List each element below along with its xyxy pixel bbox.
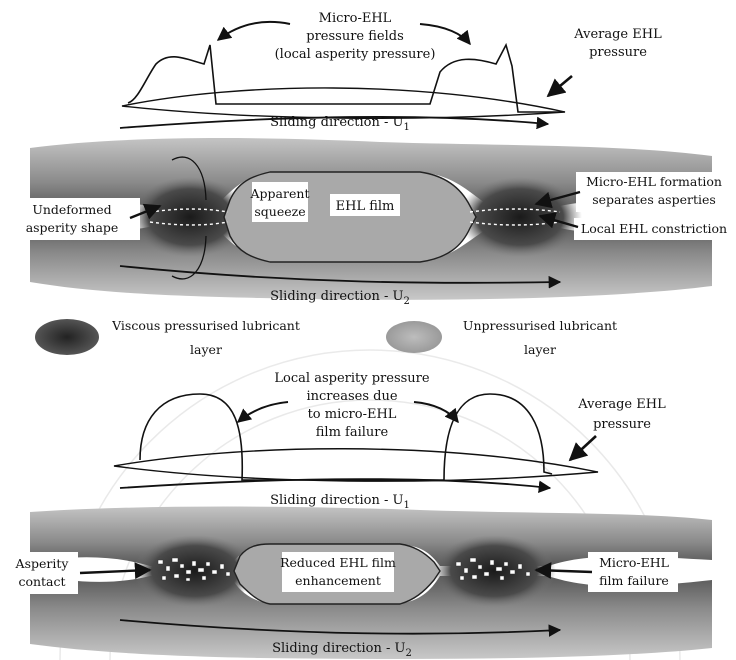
top-micro-ehl-label-3: (local asperity pressure) <box>275 47 436 62</box>
top-average-ehl-label-1: Average EHL <box>573 27 662 42</box>
top-undeformed-2: asperity shape <box>26 220 119 235</box>
bottom-local-asperity-1: Local asperity pressure <box>274 371 429 386</box>
bottom-local-asperity-4: film failure <box>316 425 389 440</box>
bottom-panel: Local asperity pressure increases due to… <box>6 371 712 659</box>
top-ehl-film-label: EHL film <box>336 199 395 214</box>
top-micro-ehl-label-2: pressure fields <box>306 29 404 44</box>
top-panel: Micro-EHL pressure fields (local asperit… <box>14 11 736 307</box>
bottom-local-asperity-3: to micro-EHL <box>308 407 397 422</box>
legend-viscous-1: Viscous pressurised lubricant <box>111 318 300 333</box>
legend-viscous-2: layer <box>190 342 222 357</box>
bottom-reduced-film-2: enhancement <box>295 573 381 588</box>
bottom-reduced-film-1: Reduced EHL film <box>280 555 396 570</box>
top-average-ehl-label-2: pressure <box>589 45 647 60</box>
legend-dark-swatch <box>35 319 99 355</box>
legend-light-swatch <box>386 321 442 353</box>
top-local-constriction: Local EHL constriction <box>581 221 727 236</box>
top-micro-ehl-label-1: Micro-EHL <box>319 11 392 26</box>
bottom-micro-failure-1: Micro-EHL <box>599 555 669 570</box>
bottom-micro-failure-2: film failure <box>599 573 669 588</box>
bottom-asperity-contact-2: contact <box>18 574 65 589</box>
bottom-asperity-contact-1: Asperity <box>15 556 70 571</box>
top-undeformed-1: Undeformed <box>32 202 111 217</box>
top-micro-formation-2: separates asperties <box>592 192 716 207</box>
top-apparent-squeeze-2: squeeze <box>254 204 305 219</box>
bottom-local-asperity-2: increases due <box>306 389 397 404</box>
top-micro-formation-1: Micro-EHL formation <box>586 174 722 189</box>
top-sliding-u2-label: Sliding direction - U2 <box>270 289 410 307</box>
legend-unpressurised-1: Unpressurised lubricant <box>463 318 617 333</box>
top-apparent-squeeze-1: Apparent <box>250 186 310 201</box>
top-average-pressure-curve <box>122 88 565 118</box>
legend: Viscous pressurised lubricant layer Unpr… <box>35 318 617 357</box>
top-sliding-u1-label: Sliding direction - U1 <box>270 115 410 133</box>
bottom-average-ehl-label-1: Average EHL <box>577 397 666 412</box>
legend-unpressurised-2: layer <box>524 342 556 357</box>
bottom-average-ehl-label-2: pressure <box>593 417 651 432</box>
